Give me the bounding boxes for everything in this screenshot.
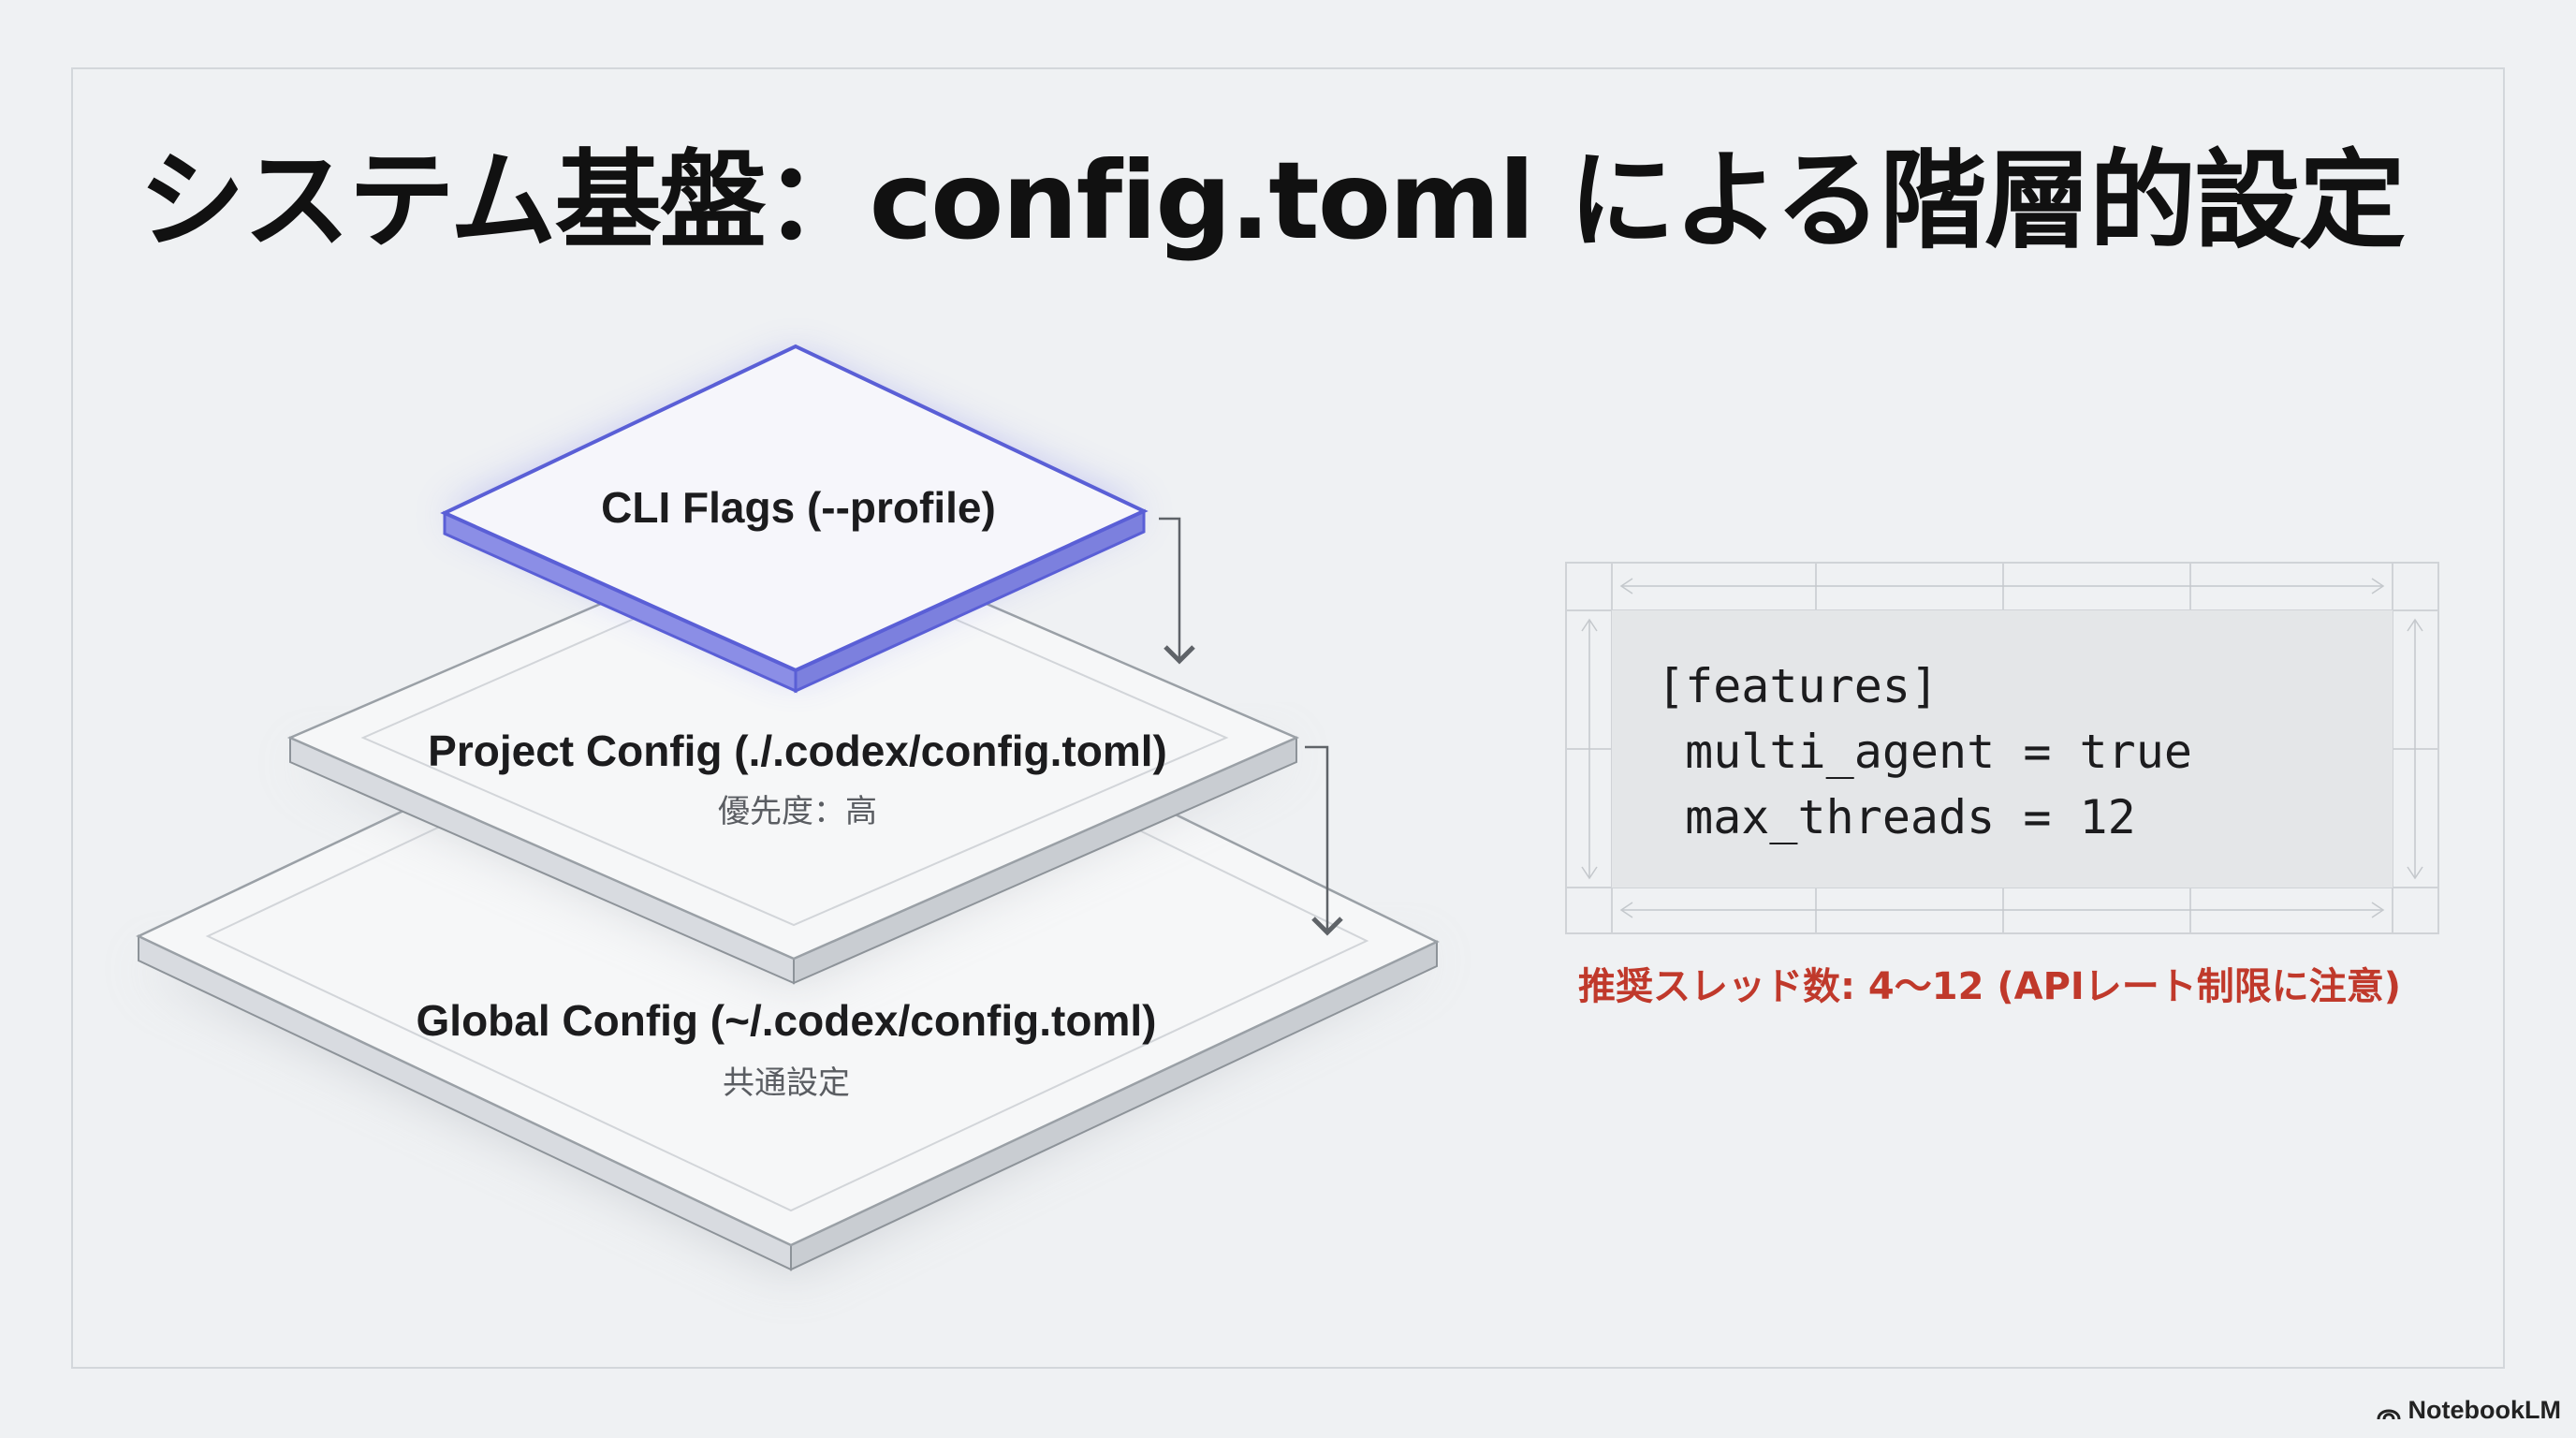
code-block: [features] multi_agent = true max_thread…: [1612, 610, 2393, 888]
global-config-sublabel: 共通設定: [723, 1064, 850, 1102]
cli-flags-layer: CLI Flags (--profile): [440, 344, 1149, 694]
slide-frame: [71, 67, 2505, 1369]
project-config-label: Project Config (./.codex/config.toml): [428, 726, 1167, 775]
thread-recommendation-note: 推奨スレッド数: 4〜12 (APIレート制限に注意): [1578, 965, 2402, 1008]
project-config-sublabel: 優先度：高: [718, 793, 877, 830]
cli-flags-label: CLI Flags (--profile): [601, 483, 996, 532]
code-line: max_threads = 12: [1657, 790, 2136, 844]
code-line: [features]: [1657, 659, 1939, 713]
brand-watermark: NotebookLM: [2377, 1396, 2561, 1425]
project-to-global-arrow: [1305, 745, 1343, 936]
slide-title: システム基盤：config.toml による階層的設定: [139, 139, 2406, 263]
notebooklm-logo-icon: [2377, 1409, 2401, 1419]
code-line: multi_agent = true: [1657, 725, 2192, 779]
project-config-layer: Project Config (./.codex/config.toml) 優先…: [286, 519, 1300, 985]
global-config-label: Global Config (~/.codex/config.toml): [417, 996, 1157, 1045]
brand-name: NotebookLM: [2408, 1396, 2561, 1424]
cli-to-project-arrow: [1159, 517, 1195, 665]
config-code-panel: [features] multi_agent = true max_thread…: [1565, 562, 2439, 934]
